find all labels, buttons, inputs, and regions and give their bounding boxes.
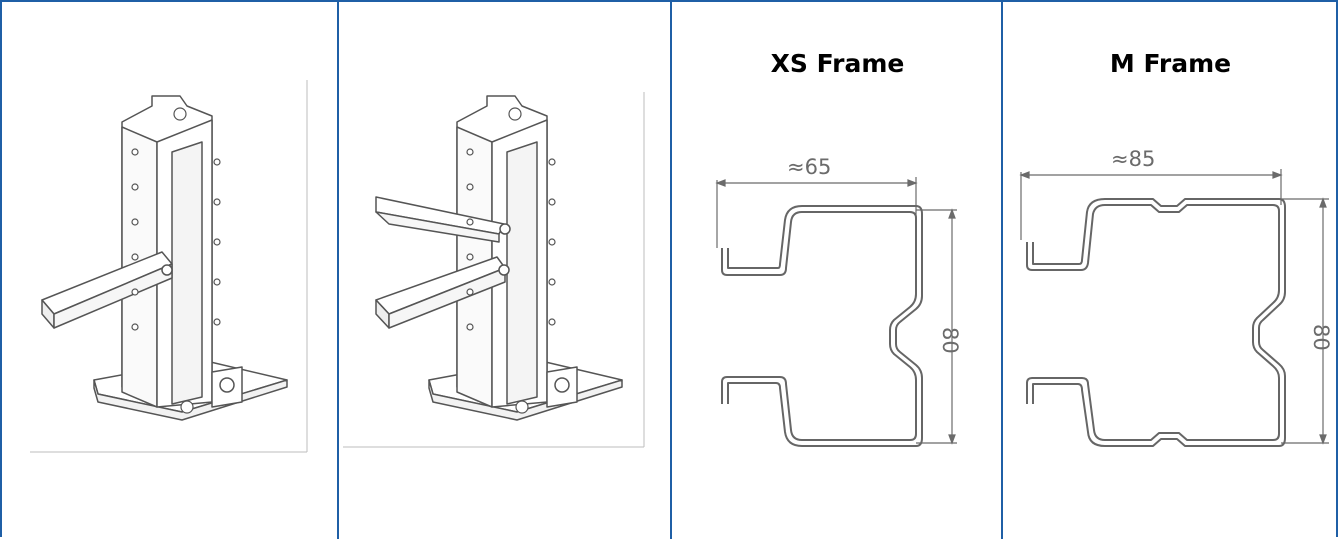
xs-height-label: 80 — [938, 327, 962, 354]
single-arm-upright-illustration — [30, 80, 308, 453]
xs-frame-title: XS Frame — [770, 49, 905, 78]
column-divider — [1001, 2, 1003, 539]
xs-frame-profile-drawing: ≈65 80 — [715, 155, 962, 447]
panel-single-arm — [2, 2, 339, 539]
m-height-label: 80 — [1309, 324, 1333, 351]
panel-m-frame: M Frame ≈85 80 — [1003, 2, 1338, 539]
m-width-label: ≈85 — [1111, 147, 1155, 171]
column-divider — [670, 2, 672, 539]
panel-double-arm — [339, 2, 672, 539]
xs-width-label: ≈65 — [787, 155, 831, 179]
m-frame-profile-drawing: ≈85 80 — [1019, 147, 1333, 447]
m-frame-title: M Frame — [1109, 49, 1232, 78]
panel-xs-frame: XS Frame ≈65 80 — [672, 2, 1003, 539]
column-divider — [337, 2, 339, 539]
double-arm-upright-illustration — [343, 92, 645, 448]
